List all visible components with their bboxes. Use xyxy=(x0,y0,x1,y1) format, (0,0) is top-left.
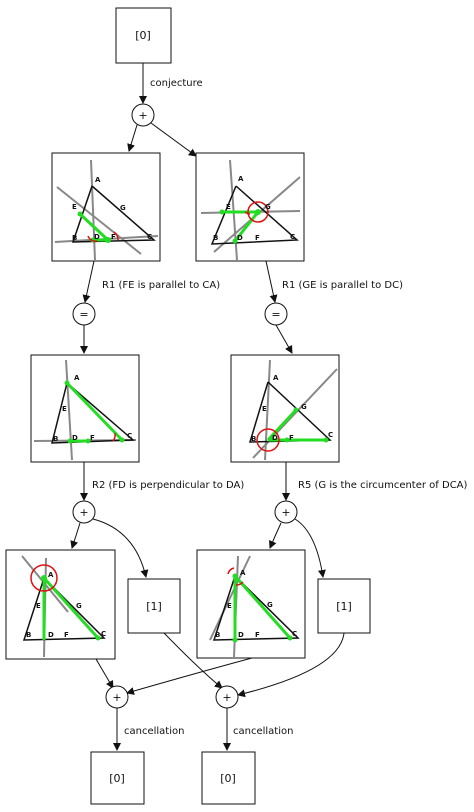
point-label-f: F xyxy=(255,631,260,639)
edge-mid-left-one xyxy=(92,518,149,578)
point-label-b: B xyxy=(215,631,220,639)
point-label-b: B xyxy=(251,435,256,443)
operator-equals-right: = xyxy=(264,302,288,326)
node-bottom-left: [0] xyxy=(90,751,145,805)
point-label-e: E xyxy=(226,203,231,211)
operator-plus-top: + xyxy=(131,103,155,127)
operator-plus-top-label: + xyxy=(138,109,147,122)
edge-r1-left xyxy=(82,260,95,303)
node-top: [0] xyxy=(115,7,172,64)
operator-plus-mid-left-label: + xyxy=(79,506,88,519)
figure-r1-right: A E G B D F C xyxy=(195,152,305,262)
edge-mid-left-fig xyxy=(70,522,81,549)
point-label-g: G xyxy=(120,204,126,212)
edge-mid-right-one xyxy=(294,518,326,578)
point-label-e: E xyxy=(36,602,41,610)
point-label-g: G xyxy=(267,601,273,609)
node-one-right-label: [1] xyxy=(336,600,352,613)
point-label-f: F xyxy=(289,434,294,442)
label-r5: R5 (G is the circumcenter of DCA) xyxy=(298,480,468,491)
operator-equals-left-label: = xyxy=(79,308,88,321)
edge-one-right-to-right-plus xyxy=(237,632,345,698)
operator-plus-mid-left: + xyxy=(72,500,96,524)
label-conjecture: conjecture xyxy=(150,78,203,89)
node-one-left: [1] xyxy=(127,578,181,634)
point-label-c: C xyxy=(290,233,295,241)
point-label-c: C xyxy=(101,630,106,638)
point-label-b: B xyxy=(72,234,77,242)
point-label-b: B xyxy=(26,631,31,639)
operator-equals-right-label: = xyxy=(271,308,280,321)
point-label-f: F xyxy=(64,631,69,639)
point-label-f: F xyxy=(111,233,116,241)
label-r1-ge: R1 (GE is parallel to DC) xyxy=(282,280,403,291)
point-label-e: E xyxy=(72,203,77,211)
figure-r3-left: A E G B D F C xyxy=(5,549,116,660)
operator-plus-bottom-right: + xyxy=(215,685,239,709)
point-label-d: D xyxy=(272,434,278,442)
figure-r3-right: A E G B D F C xyxy=(196,549,306,659)
label-r2: R2 (FD is perpendicular to DA) xyxy=(92,480,244,491)
point-label-e: E xyxy=(262,405,267,413)
point-label-d: D xyxy=(94,233,100,241)
point-label-c: C xyxy=(147,233,152,241)
point-label-c: C xyxy=(328,431,333,439)
point-label-d: D xyxy=(72,434,78,442)
edge-r1-right xyxy=(265,260,278,303)
edge-equals-right xyxy=(275,324,293,354)
node-one-left-label: [1] xyxy=(146,600,162,613)
operator-plus-bottom-right-label: + xyxy=(222,691,231,704)
point-label-c: C xyxy=(127,432,132,440)
point-label-a: A xyxy=(48,571,54,579)
edge-fig-left-to-plus xyxy=(95,658,114,689)
node-one-right: [1] xyxy=(317,578,371,634)
point-label-g: G xyxy=(301,403,307,411)
point-label-d: D xyxy=(238,631,244,639)
label-r1-fe: R1 (FE is parallel to CA) xyxy=(102,280,220,291)
point-label-g: G xyxy=(76,602,82,610)
point-label-a: A xyxy=(240,569,246,577)
label-cancel-left: cancellation xyxy=(124,726,184,737)
point-label-g: G xyxy=(265,203,271,211)
point-label-b: B xyxy=(53,435,58,443)
node-bottom-right: [0] xyxy=(201,751,256,805)
operator-plus-bottom-left: + xyxy=(105,685,129,709)
point-label-e: E xyxy=(62,405,67,413)
point-label-d: D xyxy=(237,234,243,242)
point-label-d: D xyxy=(48,631,54,639)
edge-fig-right-to-left-plus xyxy=(126,657,253,695)
point-label-b: B xyxy=(213,234,218,242)
point-label-e: E xyxy=(227,602,232,610)
operator-plus-bottom-left-label: + xyxy=(112,691,121,704)
figure-r1-left: A E G B D F C xyxy=(51,152,161,262)
operator-plus-mid-right-label: + xyxy=(281,506,290,519)
node-top-label: [0] xyxy=(135,29,151,42)
operator-equals-left: = xyxy=(72,302,96,326)
figure-r2-right: A E G B D F C xyxy=(230,354,340,463)
node-bottom-right-label: [0] xyxy=(220,772,236,785)
operator-plus-mid-right: + xyxy=(274,500,298,524)
point-label-f: F xyxy=(90,434,95,442)
point-label-a: A xyxy=(238,175,244,183)
edge-one-left-to-right-plus xyxy=(163,632,223,689)
point-label-f: F xyxy=(255,234,260,242)
point-label-a: A xyxy=(273,374,279,382)
figure-r2-left: A E B D F C xyxy=(30,354,140,463)
node-bottom-left-label: [0] xyxy=(109,772,125,785)
point-label-a: A xyxy=(74,374,80,382)
edge-top-left xyxy=(127,124,138,152)
label-cancel-right: cancellation xyxy=(233,726,293,737)
edge-top-right xyxy=(150,122,197,157)
edge-mid-right-fig xyxy=(269,522,282,549)
point-label-c: C xyxy=(292,630,297,638)
point-label-a: A xyxy=(95,176,101,184)
